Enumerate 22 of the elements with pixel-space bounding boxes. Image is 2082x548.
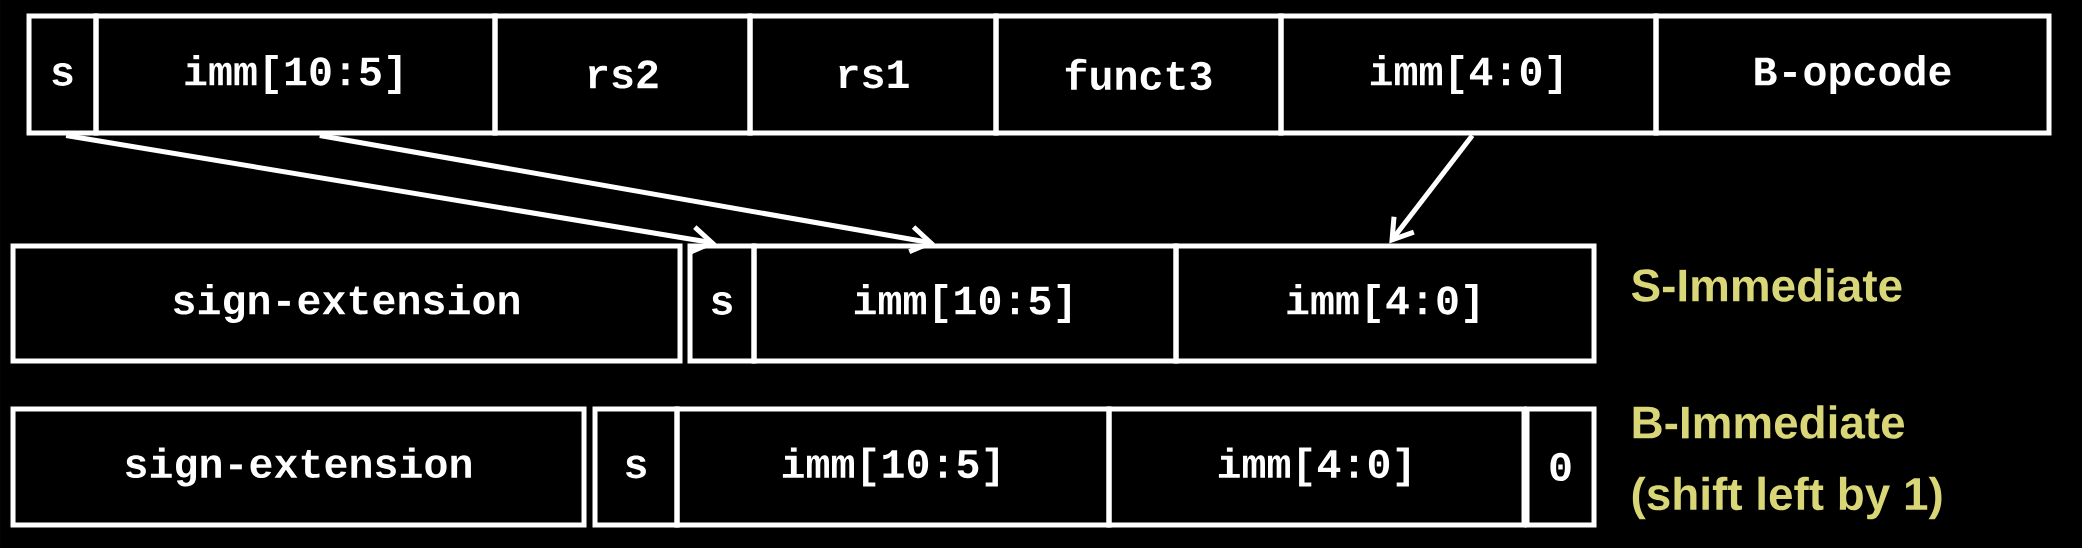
field-cell: imm[4:0] xyxy=(1173,243,1597,364)
field-cell: B-opcode xyxy=(1653,13,2052,136)
field-cell: rs1 xyxy=(747,13,999,136)
field-cell: sign-extension xyxy=(10,406,587,528)
field-cell: sign-extension xyxy=(10,243,683,364)
row-label: S-Immediate xyxy=(1631,268,1902,302)
row-label: B-Immediate xyxy=(1633,405,1905,439)
field-cell: imm[10:5] xyxy=(751,243,1179,364)
field-cell: imm[10:5] xyxy=(93,13,498,136)
field-cell: rs2 xyxy=(492,13,753,136)
field-cell: funct3 xyxy=(993,13,1284,136)
field-cell: 0 xyxy=(1524,406,1597,528)
field-cell: imm[4:0] xyxy=(1278,13,1659,136)
arrow xyxy=(319,133,936,254)
arrow xyxy=(1389,133,1475,244)
field-cell: s xyxy=(592,406,680,528)
field-cell: s xyxy=(687,243,757,364)
arrow xyxy=(65,133,717,255)
field-cell: imm[4:0] xyxy=(1106,406,1527,528)
row-label: (shift left by 1) xyxy=(1632,476,1942,520)
field-cell: imm[10:5] xyxy=(674,406,1112,528)
field-cell: s xyxy=(26,13,99,136)
